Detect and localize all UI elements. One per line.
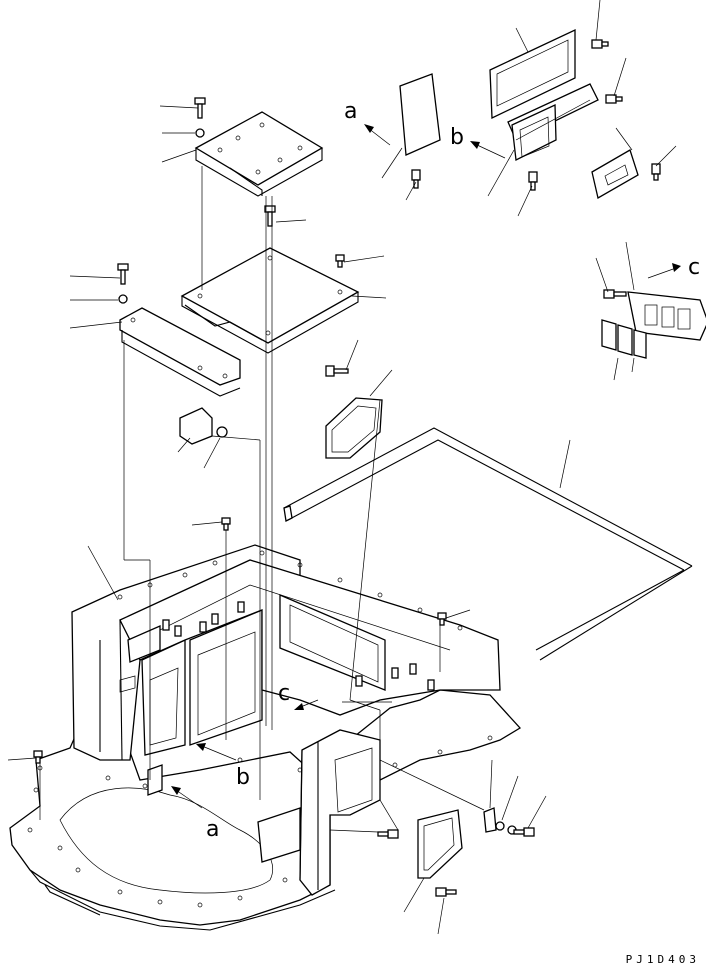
bolt	[513, 827, 535, 837]
gasket-frame	[507, 83, 599, 161]
top-right-cover	[489, 28, 576, 120]
mid-plate	[180, 247, 360, 354]
latch	[483, 807, 517, 835]
door-seal-trim	[283, 427, 693, 661]
bolt	[377, 829, 399, 839]
floor-frame	[9, 544, 522, 931]
reference-letters: a b c c b a	[206, 99, 700, 842]
bolt	[435, 887, 457, 897]
assembly-lines	[39, 166, 485, 833]
switch-panel	[627, 291, 706, 341]
label-b-bottom: b	[236, 765, 250, 790]
direction-arrows	[171, 124, 681, 809]
label-c-mid: c	[278, 681, 290, 706]
label-b-top: b	[450, 125, 464, 150]
small-square-cover	[591, 149, 639, 200]
bolts	[33, 39, 661, 897]
switch-blocks	[601, 319, 647, 359]
bolt	[221, 517, 231, 531]
drawing-code: PJ1D403	[625, 953, 700, 966]
clip-bracket	[179, 407, 228, 445]
bolt	[117, 263, 129, 285]
upper-cover-plate	[194, 111, 324, 197]
label-a-top: a	[344, 99, 357, 124]
label-c-top: c	[688, 255, 700, 280]
studs	[162, 601, 435, 691]
center-oval-cover	[325, 397, 383, 459]
bolt	[603, 289, 627, 299]
label-a-bottom: a	[206, 817, 219, 842]
bolt	[264, 205, 276, 227]
bolt	[605, 94, 623, 104]
leader-lines	[7, 0, 677, 935]
left-bracket	[119, 307, 241, 397]
bolt	[194, 97, 206, 119]
bolt	[591, 39, 609, 49]
bolt	[325, 365, 349, 377]
bolt	[651, 163, 661, 181]
bolt	[33, 750, 43, 764]
lower-right-cover	[417, 809, 463, 879]
oval-cover-a	[399, 73, 441, 156]
bolt	[528, 171, 538, 191]
bolt	[411, 169, 421, 189]
bolt	[335, 254, 345, 268]
mounting-holes	[27, 550, 493, 908]
